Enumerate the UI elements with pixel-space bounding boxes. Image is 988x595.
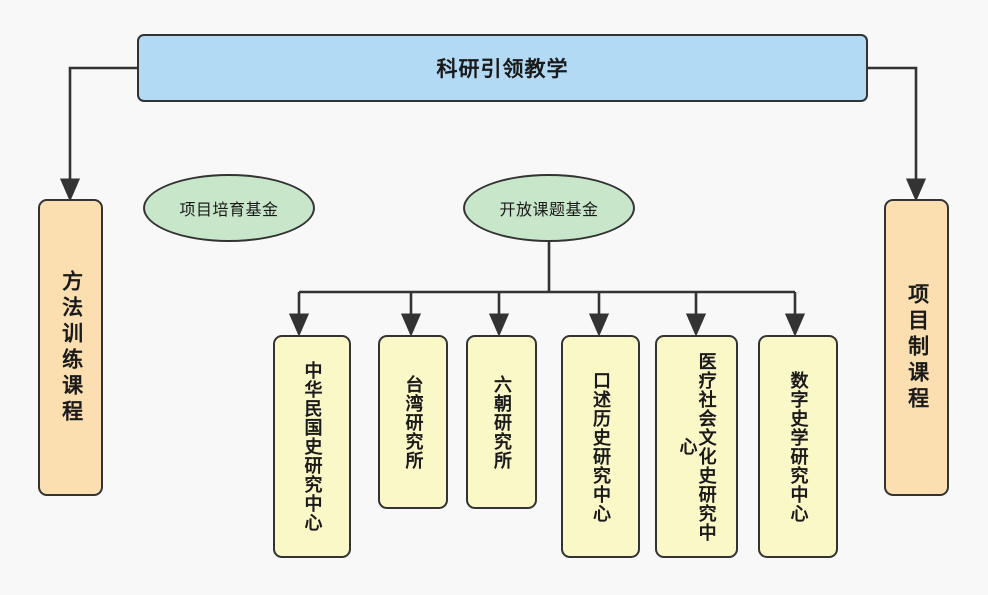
node-fund-open-topic[interactable]: 开放课题基金 <box>463 174 635 242</box>
node-institute-medical-social-cultural-history-label: 医疗社会文化史研究中心 <box>677 351 717 542</box>
node-root-research-leads-teaching[interactable]: 科研引领教学 <box>137 34 868 102</box>
node-fund-project-cultivation-label: 项目培育基金 <box>179 202 279 219</box>
node-institute-roc-history-center[interactable]: 中华民国史研究中心 <box>273 335 351 558</box>
node-institute-digital-history-label: 数字史学研究中心 <box>788 370 809 523</box>
node-institute-digital-history[interactable]: 数字史学研究中心 <box>758 335 838 558</box>
node-institute-six-dynasties[interactable]: 六朝研究所 <box>466 335 537 509</box>
node-institute-taiwan-studies-label: 台湾研究所 <box>403 374 424 470</box>
node-course-project-based-label: 项目制课程 <box>905 282 929 413</box>
node-fund-open-topic-label: 开放课题基金 <box>499 202 599 219</box>
node-root-label: 科研引领教学 <box>436 58 569 81</box>
node-institute-oral-history[interactable]: 口述历史研究中心 <box>561 335 640 558</box>
node-course-method-training-label: 方法训练课程 <box>59 269 83 426</box>
node-course-project-based[interactable]: 项目制课程 <box>884 199 949 496</box>
node-institute-oral-history-label: 口述历史研究中心 <box>591 370 612 523</box>
edge-root-to-method-course <box>59 66 137 202</box>
edge-root-to-project-course <box>868 66 927 202</box>
node-institute-six-dynasties-label: 六朝研究所 <box>492 374 513 470</box>
node-institute-taiwan-studies[interactable]: 台湾研究所 <box>378 335 448 509</box>
node-institute-medical-social-cultural-history[interactable]: 医疗社会文化史研究中心 <box>655 335 738 558</box>
node-institute-roc-history-center-label: 中华民国史研究中心 <box>302 361 323 532</box>
node-course-method-training[interactable]: 方法训练课程 <box>38 199 103 496</box>
node-fund-project-cultivation[interactable]: 项目培育基金 <box>143 174 315 242</box>
